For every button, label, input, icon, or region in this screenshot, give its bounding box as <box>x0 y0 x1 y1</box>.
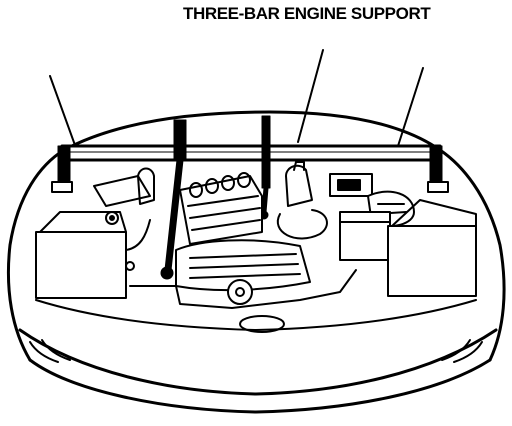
leader-lines <box>49 49 424 149</box>
battery <box>339 219 391 261</box>
air-cleaner-box <box>35 231 127 299</box>
support-foot-left <box>51 181 73 193</box>
lower-valance <box>18 328 498 396</box>
left-bracket <box>93 175 151 207</box>
support-leg-right <box>429 145 443 187</box>
hood-opening-outline <box>62 110 442 152</box>
support-leg-left <box>57 145 71 187</box>
spark-plug-1 <box>189 182 203 198</box>
fog-light-left-inner <box>41 339 71 361</box>
figure-caption: THREE-BAR ENGINE SUPPORT <box>183 4 431 23</box>
coolant-reservoir <box>285 164 313 207</box>
fog-light-right <box>453 341 483 363</box>
battery-top <box>339 211 391 223</box>
hook-bar-left <box>173 119 187 161</box>
engine-ribs <box>187 195 261 231</box>
hose-loop <box>276 209 328 240</box>
lift-rod-left <box>164 156 184 274</box>
front-fascia-details <box>29 315 483 363</box>
pulley-hub <box>235 287 245 297</box>
right-panel <box>387 225 477 297</box>
leader-line-center <box>297 49 324 143</box>
pulley <box>227 279 253 305</box>
lower-engine <box>129 269 357 309</box>
air-cleaner-lid <box>39 211 127 233</box>
left-hose <box>125 219 151 251</box>
spark-plug-4 <box>237 172 251 188</box>
car-body <box>6 110 506 414</box>
intake-runners <box>189 253 301 279</box>
front-edge <box>35 299 477 331</box>
spark-plug-2 <box>205 178 219 194</box>
fog-light-right-inner <box>441 339 471 361</box>
coolant-neck <box>293 161 305 171</box>
engine-components <box>35 161 477 309</box>
leader-line-right <box>397 67 424 147</box>
hook-bar-center <box>261 115 271 189</box>
left-reservoir <box>137 167 155 205</box>
emblem <box>239 315 285 333</box>
lift-rod-center <box>261 185 269 215</box>
fender-right <box>438 148 506 362</box>
left-fastener-dot <box>109 215 115 221</box>
right-panel-edge <box>391 199 477 227</box>
left-small-bolt <box>125 261 135 271</box>
fuse-box-cap <box>337 179 361 191</box>
fog-light-left <box>29 341 59 363</box>
spark-plug-3 <box>221 175 235 191</box>
lift-hook-left <box>160 266 174 280</box>
leader-line-left <box>49 75 77 149</box>
fender-left <box>6 148 66 362</box>
front-bumper <box>28 358 492 414</box>
support-crossbar <box>60 144 442 162</box>
support-foot-right <box>427 181 449 193</box>
three-bar-support <box>51 115 449 280</box>
